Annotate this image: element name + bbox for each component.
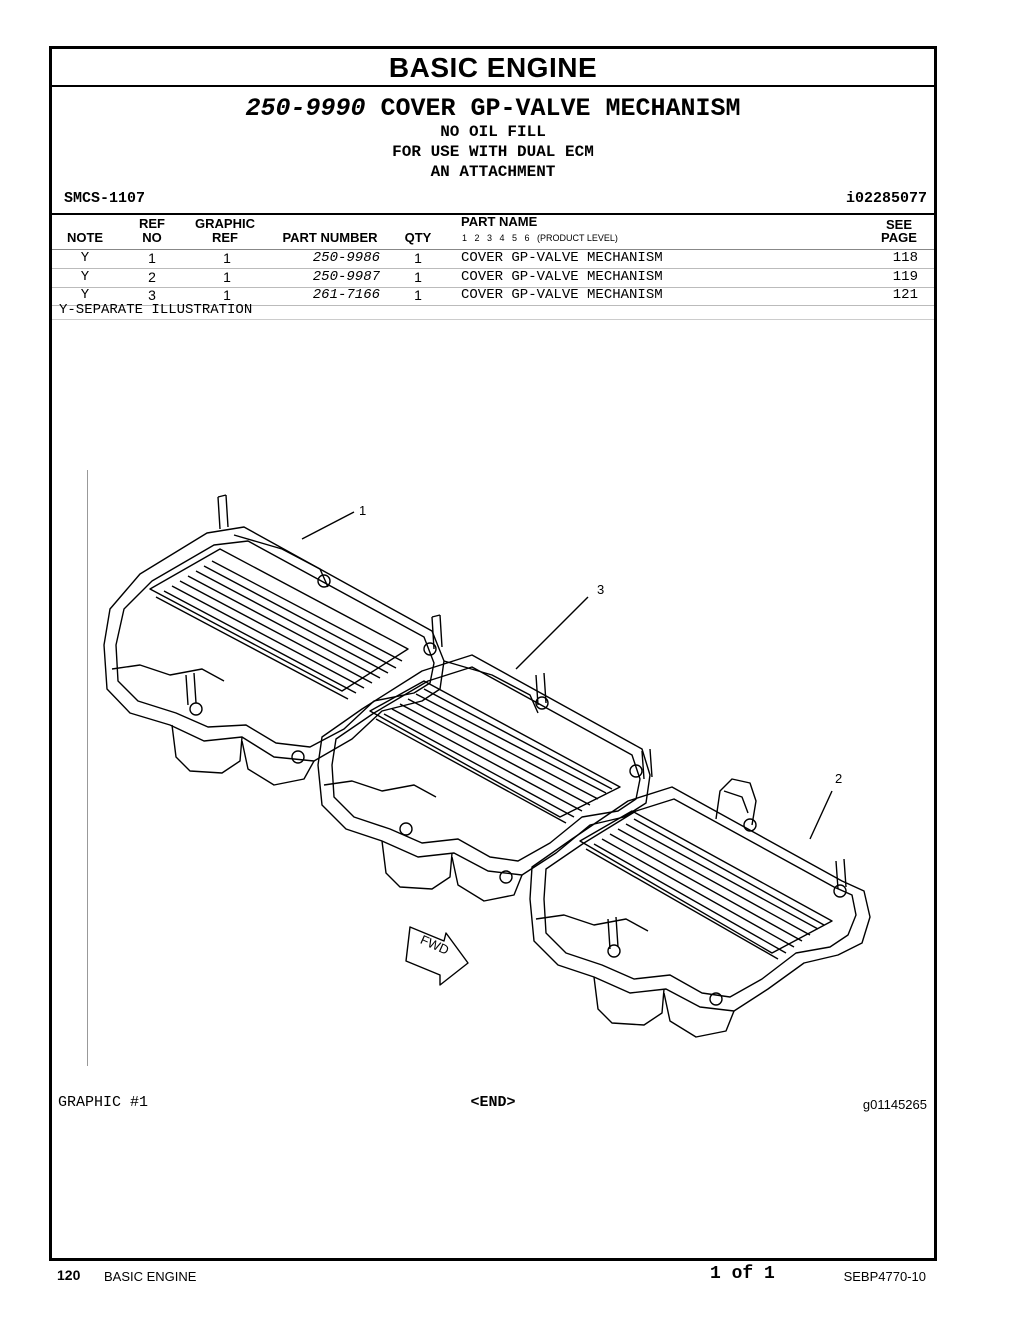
mounting-studs [185, 494, 847, 950]
col-see-page-header-bottom: PAGE [881, 230, 917, 245]
row-divider [52, 287, 934, 288]
graphic-id: g01145265 [862, 1097, 927, 1112]
ref-no-cell: 1 [148, 250, 156, 266]
fwd-arrow [405, 926, 469, 986]
footer-section-name: BASIC ENGINE [104, 1269, 197, 1284]
assembly-name: COVER GP-VALVE MECHANISM [380, 94, 741, 123]
valve-cover-drawing [103, 494, 871, 1038]
row-divider [52, 268, 934, 269]
part-name-cell: COVER GP-VALVE MECHANISM [461, 250, 663, 266]
graphic-label: GRAPHIC #1 [58, 1094, 149, 1111]
fwd-label: FWD [418, 932, 451, 958]
part-number-cell[interactable]: 261-7166 [312, 287, 380, 303]
legend-rule [52, 319, 934, 320]
part-number-cell[interactable]: 250-9987 [312, 269, 380, 285]
part-name-cell: COVER GP-VALVE MECHANISM [461, 269, 663, 285]
col-ref-header-top: REF [139, 216, 165, 231]
part-name-cell: COVER GP-VALVE MECHANISM [461, 287, 663, 303]
table-row[interactable]: Y 1 1 250-9986 1 COVER GP-VALVE MECHANIS… [52, 249, 934, 268]
part-number-cell[interactable]: 250-9986 [312, 250, 380, 266]
leader-line-3 [515, 596, 589, 670]
page-number: 120 [57, 1267, 81, 1283]
end-marker: <END> [470, 1094, 516, 1111]
valve-cover-illustration: 1 3 2 FWD [103, 494, 871, 1038]
assembly-note-1: NO OIL FILL [440, 123, 546, 141]
see-page-cell[interactable]: 121 [892, 287, 918, 303]
ref-no-cell: 2 [148, 269, 156, 285]
graphic-ref-cell: 1 [223, 250, 231, 266]
assembly-part-number: 250-9990 [245, 94, 366, 123]
col-see-page-header-top: SEE [885, 217, 912, 232]
leader-line-1 [301, 511, 355, 540]
note-cell: Y [80, 287, 90, 303]
col-part-number-header: PART NUMBER [282, 230, 378, 245]
product-level-header: 1 2 3 4 5 6 (PRODUCT LEVEL) [462, 233, 618, 243]
graphic-ref-cell: 1 [223, 269, 231, 285]
col-graphic-header-bottom: REF [212, 230, 238, 245]
smcs-code: SMCS-1107 [64, 190, 146, 207]
section-title: BASIC ENGINE [52, 49, 934, 87]
note-legend: Y-SEPARATE ILLUSTRATION [59, 302, 253, 318]
qty-cell: 1 [414, 269, 422, 285]
note-cell: Y [80, 269, 90, 285]
col-ref-header-bottom: NO [142, 230, 162, 245]
assembly-note-3: AN ATTACHMENT [430, 163, 556, 181]
col-qty-header: QTY [404, 230, 432, 245]
table-row[interactable]: Y 2 1 250-9987 1 COVER GP-VALVE MECHANIS… [52, 268, 934, 287]
page-frame: BASIC ENGINE 250-9990 COVER GP-VALVE MEC… [49, 46, 937, 1261]
header-bottom-rule [52, 249, 934, 250]
col-note-header: NOTE [66, 230, 104, 245]
info-identifier: i02285077 [845, 190, 927, 207]
table-top-rule [52, 213, 934, 215]
col-part-name-header: PART NAME [461, 214, 538, 229]
bolt-heads [189, 574, 847, 1006]
note-cell: Y [80, 250, 90, 266]
row-divider [52, 305, 934, 306]
callout-1: 1 [359, 503, 366, 518]
callout-3: 3 [597, 582, 604, 597]
valve-cover-1 [103, 526, 445, 786]
table-row[interactable]: Y 3 1 261-7166 1 COVER GP-VALVE MECHANIS… [52, 286, 934, 305]
valve-cover-3 [317, 654, 651, 902]
see-page-cell[interactable]: 118 [892, 250, 918, 266]
graphic-ref-cell: 1 [223, 287, 231, 303]
ref-no-cell: 3 [148, 287, 156, 303]
qty-cell: 1 [414, 287, 422, 303]
assembly-note-2: FOR USE WITH DUAL ECM [392, 143, 594, 161]
callout-2: 2 [835, 771, 842, 786]
valve-cover-2 [529, 778, 871, 1038]
qty-cell: 1 [414, 250, 422, 266]
col-graphic-header-top: GRAPHIC [195, 216, 255, 231]
leader-line-2 [809, 790, 833, 840]
page-count: 1 of 1 [710, 1264, 775, 1284]
document-number: SEBP4770-10 [843, 1269, 926, 1284]
see-page-cell[interactable]: 119 [892, 269, 918, 285]
assembly-heading: 250-9990 COVER GP-VALVE MECHANISM [52, 94, 934, 123]
illustration-margin-rule [87, 470, 88, 1066]
